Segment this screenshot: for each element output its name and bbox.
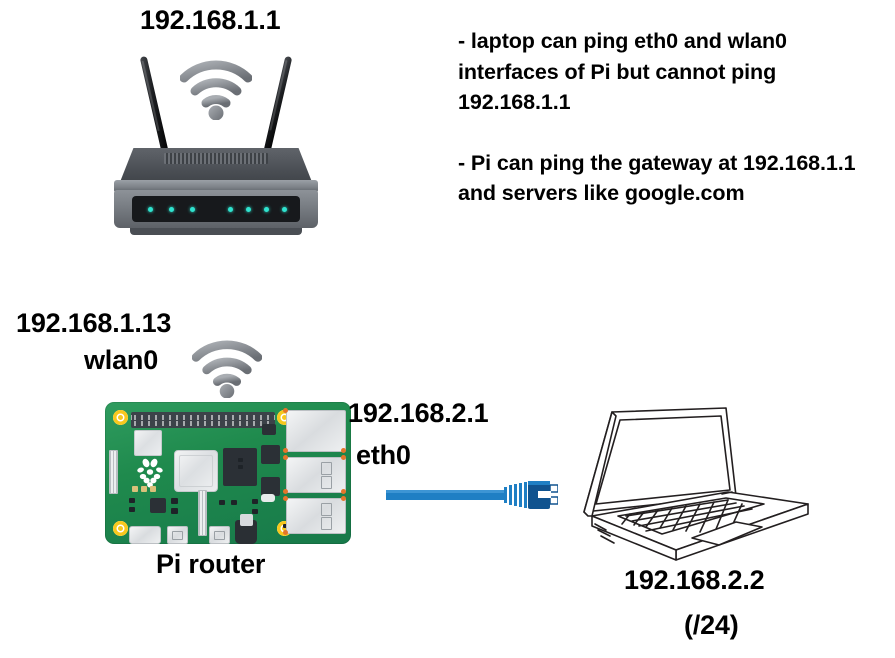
router-wifi-icon: [180, 58, 252, 120]
pi-solder-pad: [341, 496, 346, 501]
pi-usbc-power-port: [129, 526, 161, 544]
pi-smd: [231, 500, 237, 505]
router-antenna-right: [262, 55, 293, 159]
pi-smd: [283, 524, 288, 528]
notes-spacer: [458, 118, 858, 148]
pi-usb-slot: [321, 503, 332, 516]
pi-mount-hole: [113, 410, 128, 425]
pi-ethernet-chip: [261, 477, 280, 496]
pi-eth-interface-label: eth0: [356, 440, 411, 470]
pi-ethernet-port: [286, 410, 346, 452]
router-led: [282, 206, 287, 212]
pi-smd: [171, 498, 178, 504]
pi-smd: [252, 499, 258, 504]
pi-dsi-connector: [109, 450, 118, 494]
laptop-subnet-label: (/24): [684, 610, 739, 640]
pi-wireless-shield: [134, 430, 162, 456]
pi-usb-slot: [321, 517, 332, 530]
router-led: [169, 206, 174, 212]
pi-solder-pad: [341, 489, 346, 494]
pi-solder-pad: [341, 448, 346, 453]
pi-solder-pad: [283, 455, 288, 460]
pi-wlan-interface-label: wlan0: [84, 345, 159, 375]
pi-usb-slot: [321, 476, 332, 489]
wireless-router-icon: [108, 42, 324, 235]
pi-solder-pad: [283, 530, 288, 535]
pi-mount-hole: [113, 521, 128, 536]
pi-hdmi-slot: [214, 531, 225, 540]
pi-gpio-header: [131, 412, 275, 428]
router-led: [228, 206, 233, 212]
pi-usb-port-lower: [286, 498, 346, 534]
router-ip-label: 192.168.1.1: [140, 5, 281, 35]
router-antenna-left: [139, 55, 170, 159]
notes-block: - laptop can ping eth0 and wlan0 interfa…: [458, 26, 858, 209]
pi-smd: [252, 509, 258, 514]
pi-smd: [238, 458, 243, 462]
pi-smd: [219, 500, 225, 505]
laptop-icon: [576, 404, 818, 564]
pi-solder-pad: [283, 489, 288, 494]
pi-smd: [129, 507, 135, 512]
pi-led-indicator: [141, 486, 147, 492]
pi-solder-pad: [283, 408, 288, 413]
pi-smd: [129, 498, 135, 503]
ethernet-cable-icon: [386, 478, 559, 512]
pi-solder-pad: [341, 455, 346, 460]
pi-smd: [171, 508, 178, 514]
router-led: [264, 206, 269, 212]
pi-eth-ip-label: 192.168.2.1: [348, 398, 489, 428]
pi-soc-inner: [179, 455, 213, 487]
pi-usb-port-upper: [286, 457, 346, 493]
router-body-band: [114, 180, 318, 193]
pi-usb-controller-chip: [261, 445, 280, 464]
pi-usb-slot: [321, 462, 332, 475]
pi-led-indicator: [132, 486, 138, 492]
pi-hdmi-slot: [172, 531, 183, 540]
router-base-foot: [130, 228, 302, 235]
pi-caption-label: Pi router: [156, 549, 266, 579]
pi-solder-pad: [283, 448, 288, 453]
pi-poe-header: [262, 424, 276, 435]
raspberry-pi-board-icon: [105, 402, 351, 544]
pi-solder-pad: [283, 496, 288, 501]
raspberry-logo-icon: [137, 458, 163, 488]
router-led: [246, 206, 251, 212]
pi-smd: [238, 465, 243, 469]
router-led: [148, 206, 153, 212]
pi-wlan-ip-label: 192.168.1.13: [16, 308, 172, 338]
pi-csi-connector: [198, 490, 207, 536]
pi-wifi-icon: [192, 338, 262, 398]
note-paragraph-2: - Pi can ping the gateway at 192.168.1.1…: [458, 150, 856, 206]
pi-component: [261, 494, 275, 502]
pi-led-indicator: [150, 486, 156, 492]
router-led: [190, 206, 195, 212]
router-vents: [164, 153, 268, 164]
pi-audio-jack: [235, 520, 257, 544]
pi-regulator-chip: [150, 498, 166, 513]
pi-audio-jack-barrel: [240, 514, 253, 526]
router-led-strip: [132, 196, 300, 222]
note-paragraph-1: - laptop can ping eth0 and wlan0 interfa…: [458, 29, 787, 114]
laptop-ip-label: 192.168.2.2: [624, 565, 765, 595]
